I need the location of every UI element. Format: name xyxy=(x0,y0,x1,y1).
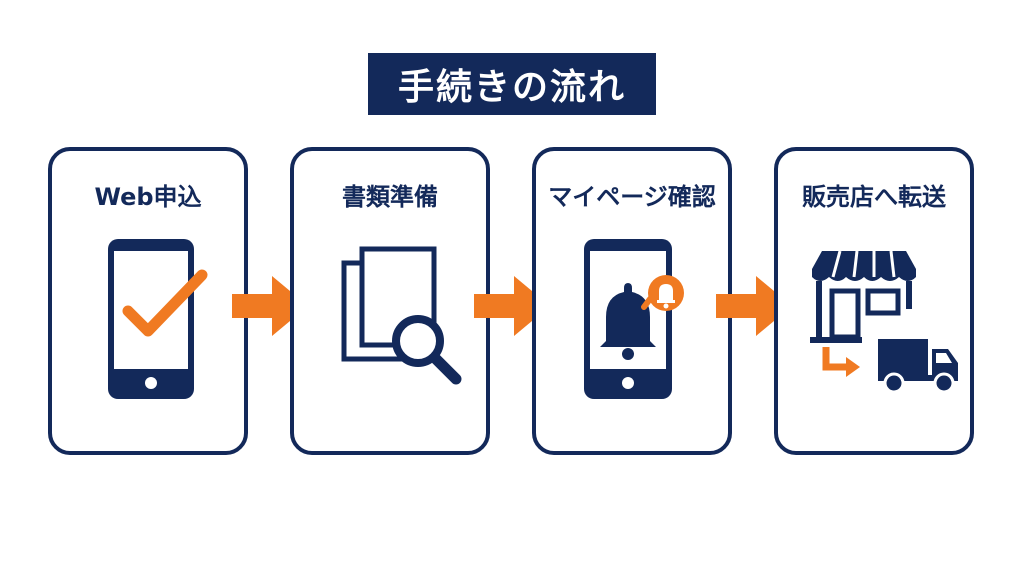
step-label: Web申込 xyxy=(94,183,202,211)
step-card-transfer-to-store: 販売店へ転送 xyxy=(774,147,974,455)
step-label: 書類準備 xyxy=(342,183,438,211)
smartphone-check-icon xyxy=(108,239,208,399)
smartphone-notification-icon xyxy=(584,239,684,399)
arrow-right-icon xyxy=(474,276,550,336)
step-card-mypage-check: マイページ確認 xyxy=(532,147,732,455)
step-card-web-application: Web申込 xyxy=(48,147,248,455)
step-label: 販売店へ転送 xyxy=(802,183,946,211)
store-truck-icon xyxy=(810,250,958,394)
arrow-right-icon xyxy=(716,276,792,336)
step-card-document-preparation: 書類準備 xyxy=(290,147,490,455)
arrow-right-icon xyxy=(232,276,308,336)
step-label: マイページ確認 xyxy=(548,183,716,211)
document-search-icon xyxy=(341,246,462,385)
flow-title: 手続きの流れ xyxy=(368,53,656,115)
